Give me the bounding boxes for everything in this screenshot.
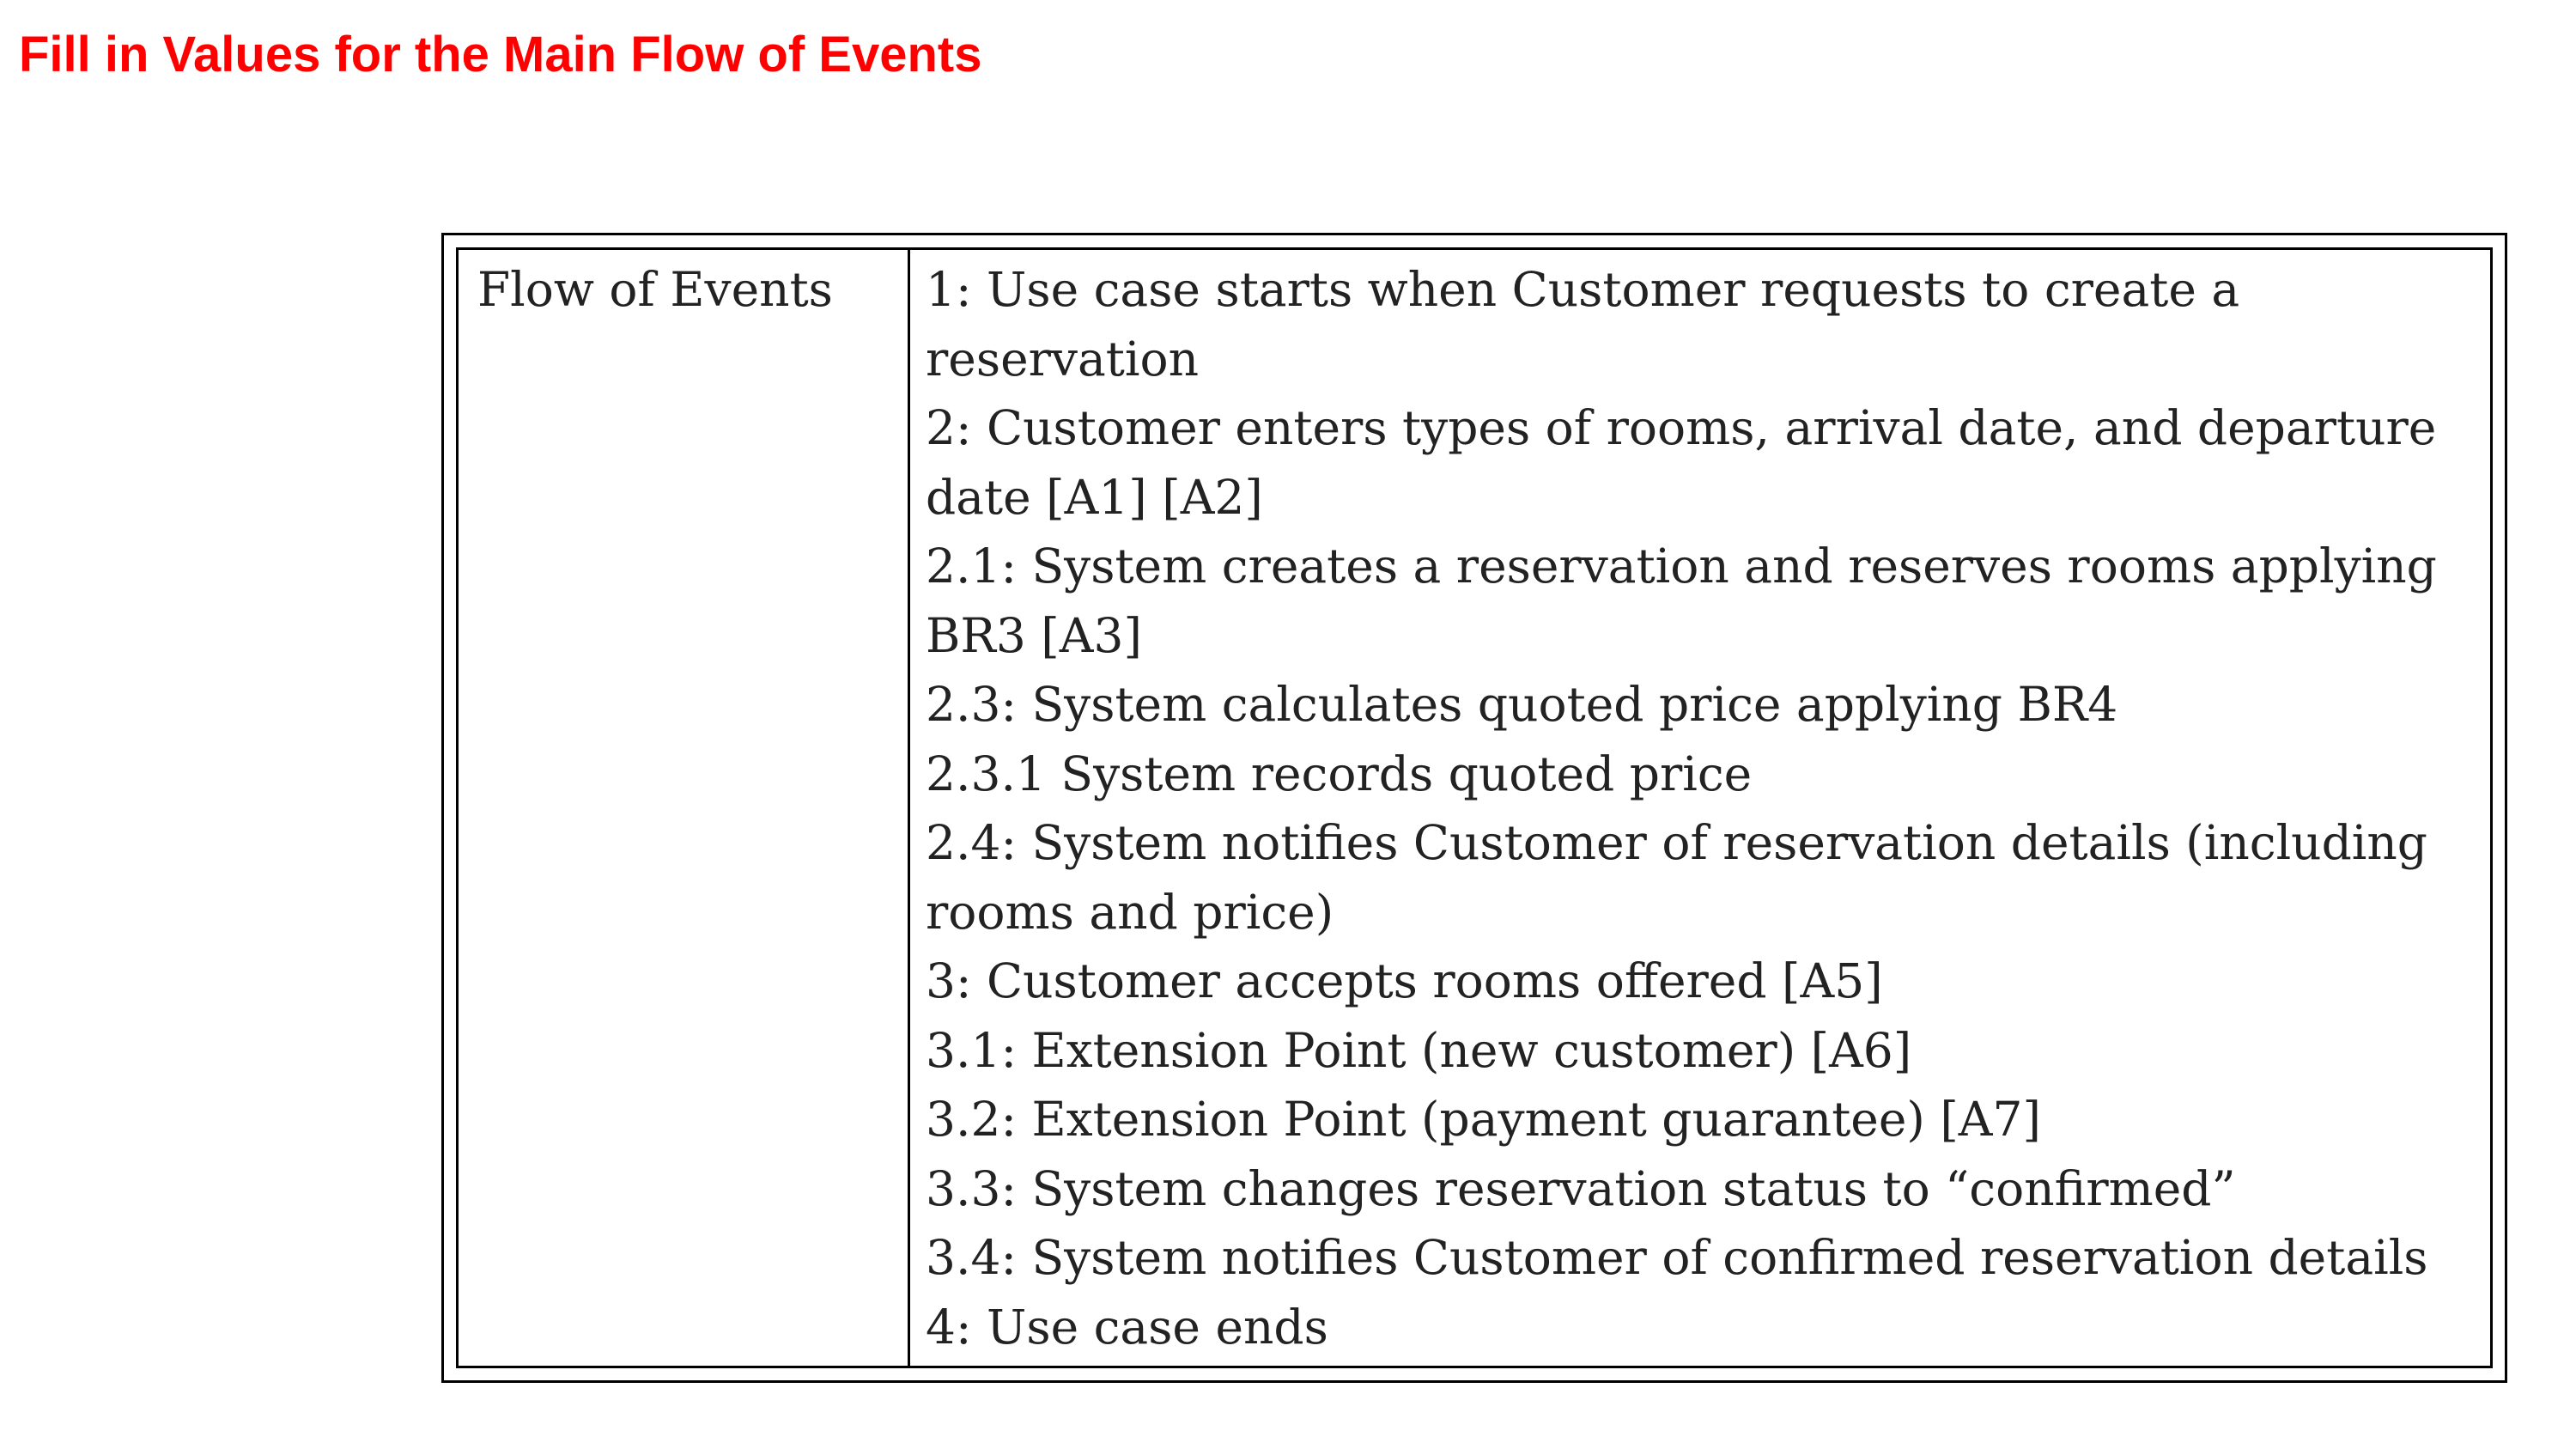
flow-step-line: 2.3: System calculates quoted price appl…: [926, 677, 2118, 732]
flow-step-line: BR3 [A3]: [926, 607, 1142, 663]
flow-step-line: 3.4: System notifies Customer of confirm…: [926, 1230, 2428, 1285]
flow-step-line: 1: Use case starts when Customer request…: [926, 262, 2240, 317]
column-divider: [908, 250, 910, 1366]
flow-step-line: 4: Use case ends: [926, 1299, 1328, 1355]
flow-step-line: rooms and price): [926, 884, 1334, 940]
flow-of-events-table: Flow of Events 1: Use case starts when C…: [441, 233, 2507, 1383]
flow-step-line: 3.1: Extension Point (new customer) [A6]: [926, 1022, 1912, 1078]
flow-step-line: 2.3.1 System records quoted price: [926, 746, 1753, 801]
flow-step-line: 2.4: System notifies Customer of reserva…: [926, 815, 2428, 870]
flow-step-line: 2.1: System creates a reservation and re…: [926, 539, 2437, 594]
flow-step-line: 3.2: Extension Point (payment guarantee)…: [926, 1092, 2041, 1147]
flow-step-line: 3.3: System changes reservation status t…: [926, 1160, 2236, 1216]
flow-step-line: date [A1] [A2]: [926, 469, 1263, 525]
flow-of-events-label: Flow of Events: [477, 262, 833, 317]
page-heading: Fill in Values for the Main Flow of Even…: [19, 27, 982, 82]
flow-step-line: 2: Customer enters types of rooms, arriv…: [926, 400, 2437, 455]
flow-step-line: reservation: [926, 331, 1199, 387]
flow-steps-list: 1: Use case starts when Customer request…: [926, 255, 2483, 1361]
table-inner-border: Flow of Events 1: Use case starts when C…: [456, 247, 2493, 1368]
flow-step-line: 3: Customer accepts rooms offered [A5]: [926, 953, 1883, 1008]
